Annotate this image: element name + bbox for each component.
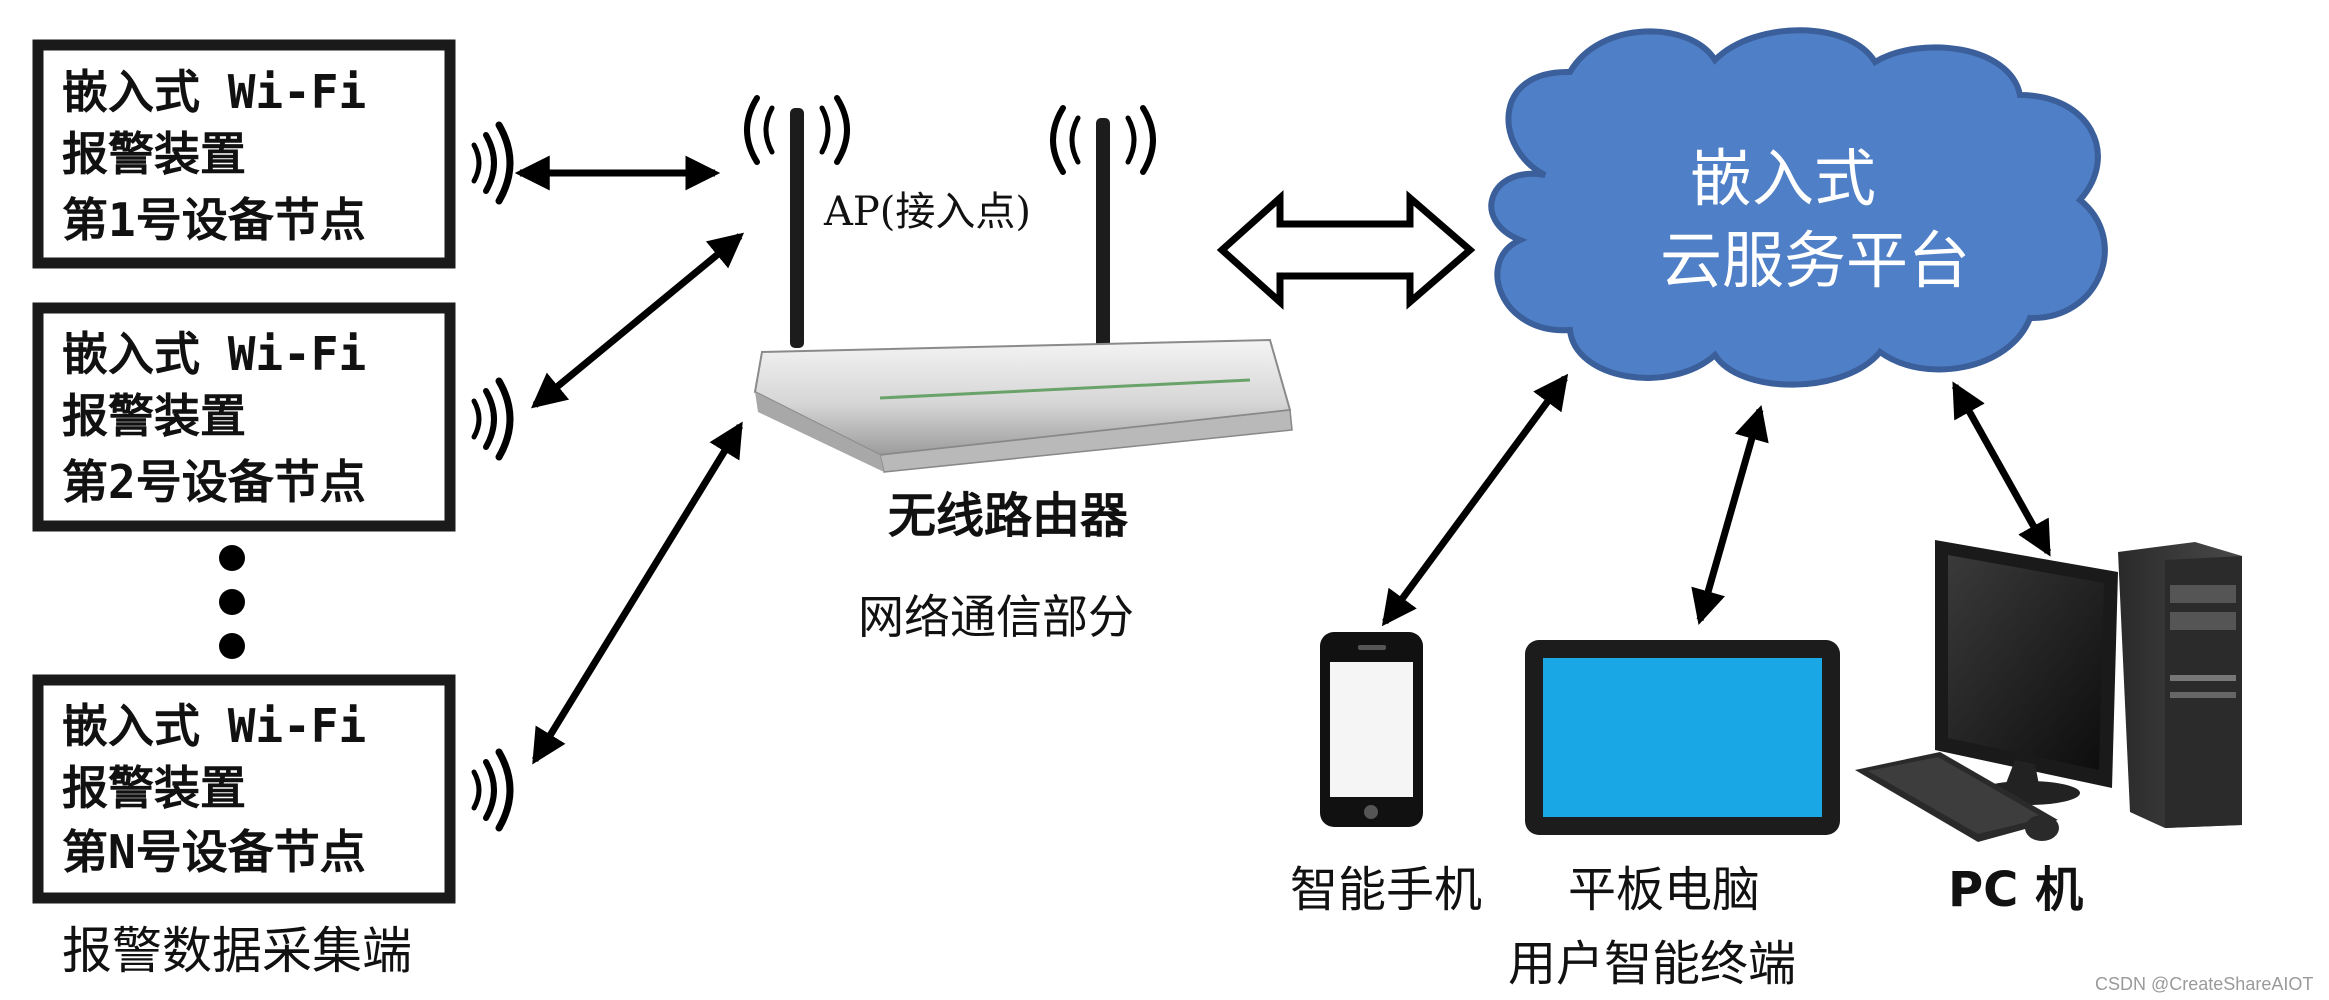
arrow-cloud-pc — [1951, 381, 2052, 557]
arrow-node2-router — [530, 232, 745, 409]
router-icon — [744, 95, 1293, 473]
cloud-shape — [1488, 27, 2108, 388]
router-name-label: 无线路由器 — [888, 488, 1129, 544]
wifi-signal-icon — [471, 121, 514, 205]
terminal-group-label: 用户智能终端 — [1508, 936, 1796, 992]
node-1-line1: 嵌入式 Wi-Fi — [62, 65, 366, 119]
watermark: CSDN @CreateShareAIOT — [2095, 974, 2313, 994]
device-node-2: 嵌入式 Wi-Fi 报警装置 第2号设备节点 — [32, 302, 456, 532]
pc-computer-icon — [1855, 540, 2242, 842]
pc-label: PC 机 — [1948, 862, 2083, 918]
arrow-cloud-tablet — [1691, 404, 1769, 626]
arrow-cloud-phone — [1381, 373, 1569, 627]
tablet-icon — [1525, 640, 1840, 835]
phone-label: 智能手机 — [1290, 862, 1482, 918]
ellipsis-dots — [219, 545, 245, 659]
device-node-n: 嵌入式 Wi-Fi 报警装置 第N号设备节点 — [32, 674, 456, 904]
node-n-line1: 嵌入式 Wi-Fi — [62, 699, 366, 753]
cloud-title-line2: 云服务平台 — [1660, 224, 1970, 297]
tablet-label: 平板电脑 — [1568, 862, 1760, 918]
smartphone-icon — [1320, 632, 1423, 827]
wifi-signal-icon — [471, 377, 514, 461]
network-section-label: 网络通信部分 — [858, 590, 1134, 644]
node-1-line3: 第1号设备节点 — [62, 193, 366, 247]
node-1-line2: 报警装置 — [62, 127, 246, 181]
node-2-line2: 报警装置 — [62, 389, 246, 443]
node-2-line3: 第2号设备节点 — [62, 455, 366, 509]
node-n-line3: 第N号设备节点 — [62, 825, 366, 879]
router-ap-label: AP(接入点) — [823, 189, 1031, 235]
wifi-signal-icon — [471, 748, 514, 832]
device-node-1: 嵌入式 Wi-Fi 报警装置 第1号设备节点 — [32, 39, 456, 269]
node-n-line2: 报警装置 — [62, 761, 246, 815]
collector-label: 报警数据采集端 — [62, 922, 412, 980]
hollow-double-arrow — [1216, 190, 1476, 310]
node-2-line1: 嵌入式 Wi-Fi — [62, 327, 366, 381]
arrow-noden-router — [532, 421, 743, 765]
cloud-title-line1: 嵌入式 — [1690, 142, 1876, 215]
